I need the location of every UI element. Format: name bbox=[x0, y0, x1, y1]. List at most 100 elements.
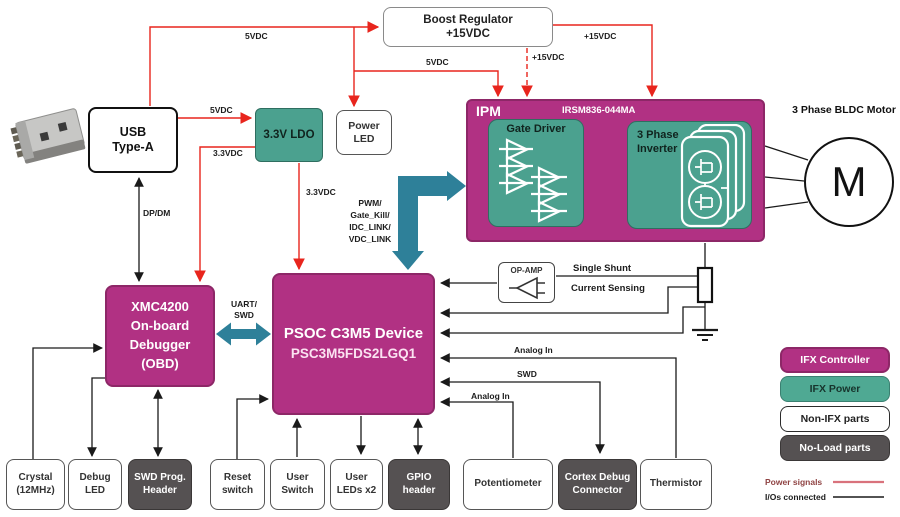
usb-type-a-block: USB Type-A bbox=[88, 107, 178, 173]
thermistor-block: Thermistor bbox=[640, 459, 712, 510]
psoc-part-number: PSC3M5FDS2LGQ1 bbox=[290, 346, 417, 362]
ipm-part-number: IRSM836-044MA bbox=[562, 105, 636, 116]
swd-prog-header-block: SWD Prog. Header bbox=[128, 459, 192, 510]
boost-regulator-block: Boost Regulator +15VDC bbox=[383, 7, 553, 47]
signal-33vdc-mid: 3.3VDC bbox=[306, 187, 336, 197]
cortex-debug-label-1: Cortex Debug bbox=[564, 472, 631, 484]
legend-ifx-controller: IFX Controller bbox=[780, 347, 890, 373]
swd-header-label-2: Header bbox=[143, 484, 177, 496]
signal-pwm-line2: Gate_Kill/ bbox=[350, 209, 390, 220]
crystal-label-2: (12MHz) bbox=[16, 484, 55, 496]
line-motor-phase2 bbox=[764, 176, 805, 182]
line-pot-psoc bbox=[440, 397, 514, 458]
potentiometer-label: Potentiometer bbox=[474, 478, 542, 490]
power-lines bbox=[149, 21, 658, 283]
inverter-label-2: Inverter bbox=[637, 142, 678, 155]
crystal-label-1: Crystal bbox=[18, 472, 53, 484]
legend-ifx-power: IFX Power bbox=[780, 376, 890, 402]
signal-uart-line2: SWD bbox=[234, 310, 254, 321]
line-obd-debugled bbox=[87, 377, 107, 457]
reset-switch-label-2: switch bbox=[221, 484, 254, 496]
line-5v-ipm bbox=[354, 70, 504, 98]
ldo-block: 3.3V LDO bbox=[255, 108, 323, 162]
line-thermistor-psoc bbox=[440, 353, 677, 458]
inverter-label-1: 3 Phase bbox=[637, 129, 679, 141]
signal-pwm-line4: VDC_LINK bbox=[348, 233, 392, 244]
line-motor-phase1 bbox=[764, 145, 809, 161]
line-shunt-sense2 bbox=[440, 286, 698, 318]
motor-circle: M bbox=[804, 137, 894, 227]
user-switch-label-1: User bbox=[286, 472, 309, 484]
debug-led-label-2: LED bbox=[85, 484, 105, 496]
signal-analog-in-thermistor: Analog In bbox=[514, 345, 553, 355]
signal-uart-line1: UART/ bbox=[231, 299, 257, 309]
user-leds-label-2: LEDs x2 bbox=[336, 484, 377, 496]
debug-led-label-1: Debug bbox=[79, 472, 111, 484]
line-15v-boost-ipm bbox=[553, 24, 658, 98]
line-33v-ldo-obd bbox=[194, 146, 255, 283]
legend-no-load-label: No-Load parts bbox=[799, 442, 871, 454]
opamp-block: OP-AMP bbox=[498, 262, 555, 303]
io-lines bbox=[32, 145, 809, 459]
user-switch-block: User Switch bbox=[270, 459, 325, 510]
swd-header-label-1: SWD Prog. bbox=[134, 472, 186, 484]
signal-15vdc-dashed: +15VDC bbox=[532, 52, 565, 62]
crystal-block: Crystal (12MHz) bbox=[6, 459, 65, 510]
signal-pwm-line3: IDC_LINK/ bbox=[349, 221, 391, 232]
signal-uart-swd: UART/ SWD bbox=[223, 299, 265, 322]
boost-label-2: +15VDC bbox=[446, 28, 490, 40]
signal-5vdc-top: 5VDC bbox=[245, 31, 268, 41]
gpio-header-label-1: GPIO bbox=[406, 472, 432, 484]
ipm-tag: IPM bbox=[476, 103, 501, 119]
gate-driver-label: Gate Driver bbox=[506, 123, 566, 135]
ldo-label: 3.3V LDO bbox=[263, 128, 315, 141]
shunt-resistor-icon bbox=[696, 266, 714, 304]
line-5v-usb-boost bbox=[149, 21, 380, 106]
line-crystal-obd bbox=[32, 343, 103, 459]
signal-analog-in-pot: Analog In bbox=[471, 391, 510, 401]
signal-current-sensing: Current Sensing bbox=[571, 283, 645, 294]
potentiometer-block: Potentiometer bbox=[463, 459, 553, 510]
legend-ifx-power-label: IFX Power bbox=[809, 383, 861, 395]
gate-driver-triangles-icon bbox=[499, 138, 567, 224]
reset-switch-block: Reset switch bbox=[210, 459, 265, 510]
obd-label-3: Debugger bbox=[129, 337, 191, 352]
usb-label-1: USB bbox=[119, 124, 147, 139]
signal-dpdm: DP/DM bbox=[143, 208, 171, 218]
signal-pwm-bus: PWM/ Gate_Kill/ IDC_LINK/ VDC_LINK bbox=[344, 198, 396, 246]
cortex-debug-block: Cortex Debug Connector bbox=[558, 459, 637, 510]
signal-33vdc-left: 3.3VDC bbox=[213, 148, 243, 158]
line-motor-phase3 bbox=[764, 201, 809, 209]
legend-non-ifx-label: Non-IFX parts bbox=[800, 413, 870, 425]
power-led-label-2: LED bbox=[353, 132, 375, 145]
signal-5vdc-ipm: 5VDC bbox=[426, 57, 449, 67]
reset-switch-label-1: Reset bbox=[223, 472, 252, 484]
line-shunt-sense3 bbox=[440, 306, 705, 338]
mosfet-stack-icon bbox=[680, 124, 746, 228]
obd-block: XMC4200 On-board Debugger (OBD) bbox=[105, 285, 215, 387]
inverter-label: 3 Phase Inverter bbox=[637, 129, 679, 157]
user-leds-block: User LEDs x2 bbox=[330, 459, 383, 510]
pwm-bus-arrow bbox=[392, 171, 466, 270]
line-psoc-cortex bbox=[440, 377, 605, 454]
gpio-header-block: GPIO header bbox=[388, 459, 450, 510]
motor-symbol: M bbox=[831, 158, 867, 206]
debug-led-block: Debug LED bbox=[68, 459, 122, 510]
signal-pwm-line1: PWM/ bbox=[358, 198, 382, 208]
psoc-title: PSOC C3M5 Device bbox=[283, 325, 424, 343]
legend-ifx-controller-label: IFX Controller bbox=[800, 354, 870, 366]
opamp-triangle-icon bbox=[508, 276, 545, 300]
gpio-header-label-2: header bbox=[402, 484, 436, 496]
thermistor-label: Thermistor bbox=[649, 478, 703, 490]
power-led-label-1: Power bbox=[348, 119, 380, 132]
signal-5vdc-usb: 5VDC bbox=[210, 105, 233, 115]
ground-icon bbox=[692, 328, 718, 341]
boost-label-1: Boost Regulator bbox=[423, 13, 513, 26]
signal-15vdc-right: +15VDC bbox=[584, 31, 617, 41]
obd-label-1: XMC4200 bbox=[131, 299, 189, 315]
motor-label: 3 Phase BLDC Motor bbox=[792, 104, 896, 116]
gate-driver-block: Gate Driver bbox=[488, 119, 584, 227]
usb-plug-photo bbox=[10, 108, 86, 164]
